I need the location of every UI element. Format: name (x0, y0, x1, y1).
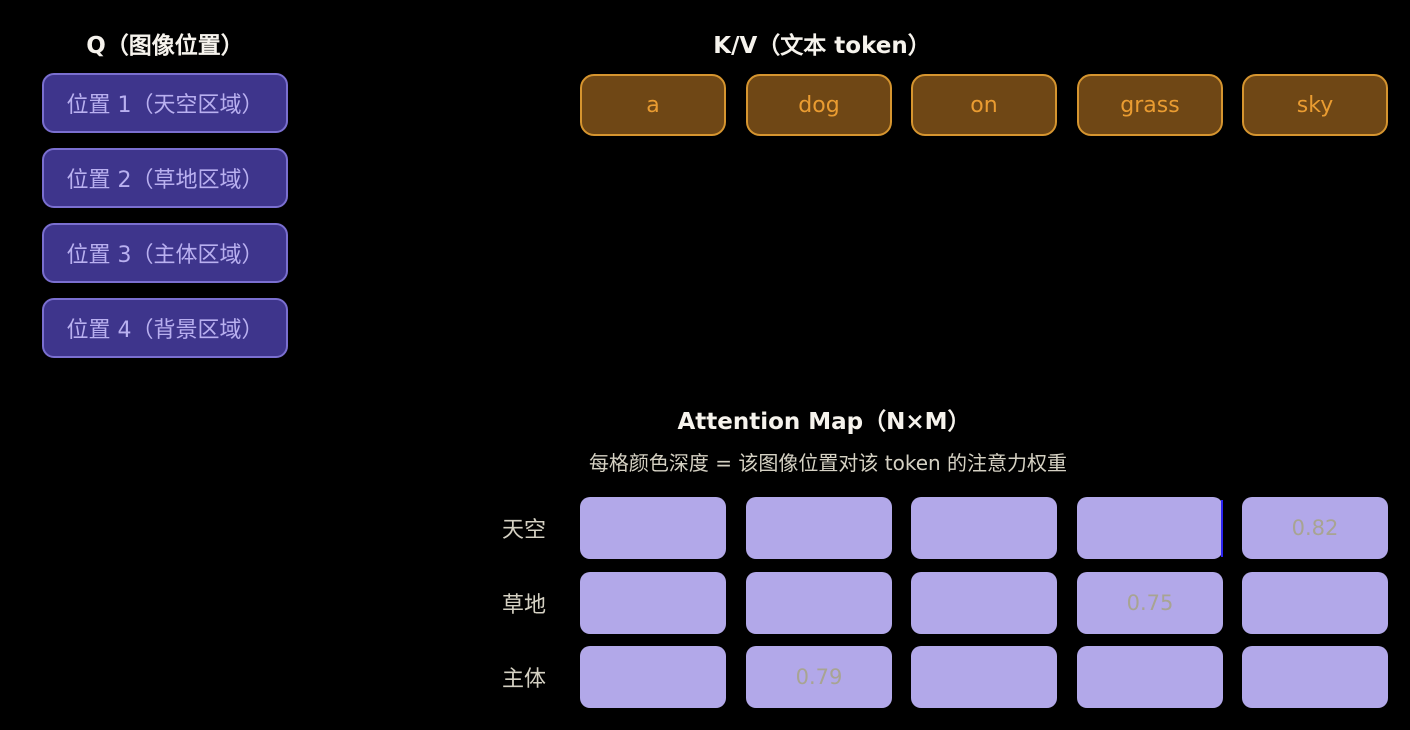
token-dog: dog (746, 74, 892, 136)
att-cell-r3c2: 0.79 (746, 646, 892, 708)
att-cell-r2c4: 0.75 (1077, 572, 1223, 634)
att-cell-r2c1 (580, 572, 726, 634)
q-box-position-2: 位置 2（草地区域） (42, 148, 288, 208)
row-label-subject: 主体 (501, 667, 546, 692)
att-cell-r2c2 (746, 572, 892, 634)
att-cell-r2c5 (1242, 572, 1388, 634)
kv-section-title: K/V（文本 token） (713, 33, 931, 59)
token-sky: sky (1242, 74, 1388, 136)
q-box-position-4: 位置 4（背景区域） (42, 298, 288, 358)
att-cell-r1c4 (1077, 497, 1223, 559)
caret-artifact-line (1221, 500, 1223, 557)
att-cell-r1c1 (580, 497, 726, 559)
attention-map-title: Attention Map（N×M） (677, 409, 971, 435)
token-grass: grass (1077, 74, 1223, 136)
token-on: on (911, 74, 1057, 136)
att-cell-r1c5: 0.82 (1242, 497, 1388, 559)
attention-map-subtitle: 每格颜色深度 = 该图像位置对该 token 的注意力权重 (588, 451, 1068, 475)
att-cell-r3c5 (1242, 646, 1388, 708)
att-cell-r2c3 (911, 572, 1057, 634)
att-cell-r1c3 (911, 497, 1057, 559)
att-cell-r1c2 (746, 497, 892, 559)
row-label-grass: 草地 (501, 593, 546, 618)
att-cell-r3c1 (580, 646, 726, 708)
q-box-position-3: 位置 3（主体区域） (42, 223, 288, 283)
token-a: a (580, 74, 726, 136)
q-section-title: Q（图像位置） (86, 33, 244, 59)
att-cell-r3c3 (911, 646, 1057, 708)
att-cell-r3c4 (1077, 646, 1223, 708)
q-box-position-1: 位置 1（天空区域） (42, 73, 288, 133)
row-label-sky: 天空 (501, 518, 546, 543)
